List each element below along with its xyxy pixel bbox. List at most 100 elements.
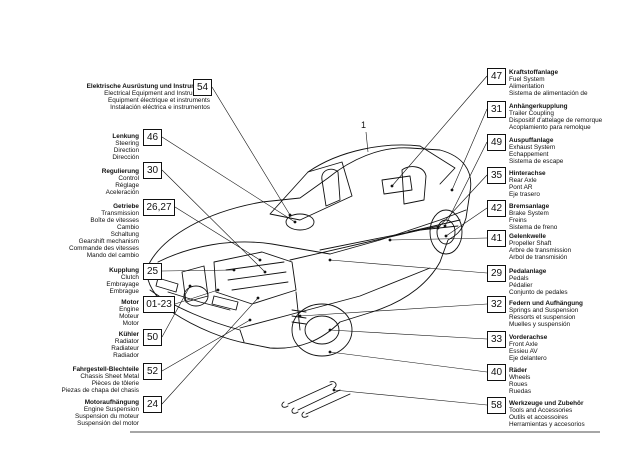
callout-24-line-0: Motoraufhängung bbox=[84, 399, 139, 406]
callout-46-anchor bbox=[293, 220, 297, 224]
exhaust bbox=[289, 225, 459, 261]
callout-58-line-1: Tools and Accessories bbox=[509, 407, 573, 414]
callout-49-line-0: Auspuffanlage bbox=[509, 137, 554, 144]
engine-block bbox=[213, 251, 297, 305]
callout-49-number: 49 bbox=[487, 134, 506, 151]
callout-01-23-number: 01-23 bbox=[143, 296, 175, 313]
callout-29-line-2: Pédalier bbox=[509, 282, 533, 289]
radiator bbox=[181, 265, 209, 303]
grille bbox=[167, 291, 231, 311]
callout-50-line-2: Radiateur bbox=[111, 345, 139, 352]
callout-46-line-2: Direction bbox=[113, 147, 139, 154]
callout-33-line-2: Essieu AV bbox=[509, 348, 538, 355]
callout-31-line-3: Acoplamiento para remolque bbox=[509, 124, 591, 131]
rear-seat bbox=[401, 166, 427, 205]
callout-40-number: 40 bbox=[487, 364, 506, 381]
roof-line bbox=[307, 144, 421, 173]
callout-24-leader bbox=[161, 297, 259, 405]
callout-54-line-3: Instalación eléctrica e instrumentos bbox=[110, 104, 210, 111]
callout-52-anchor bbox=[248, 318, 252, 322]
tool-wrench-1 bbox=[281, 381, 337, 408]
callout-32-leader bbox=[299, 303, 488, 317]
car-body-outline bbox=[146, 147, 472, 349]
callout-41-line-1: Propeller Shaft bbox=[509, 240, 552, 247]
callout-47-line-0: Kraftstoffanlage bbox=[509, 69, 559, 76]
callout-26-27-anchor bbox=[258, 258, 262, 262]
callout-33-line-3: Eje delantero bbox=[509, 355, 547, 362]
callout-40-line-0: Räder bbox=[509, 367, 528, 374]
callout-35-line-1: Rear Axle bbox=[509, 177, 537, 184]
callout-30-line-1: Control bbox=[118, 175, 139, 182]
rear-wheel-rim bbox=[436, 219, 456, 245]
callout-42-anchor bbox=[444, 234, 448, 238]
callout-31-line-0: Anhängerkupplung bbox=[509, 103, 568, 110]
callout-30-line-3: Aceleración bbox=[105, 189, 139, 196]
callout-30-leader bbox=[161, 169, 266, 273]
callout-49-line-1: Exhaust System bbox=[509, 144, 556, 151]
tool-wrench-2 bbox=[291, 389, 341, 414]
engine-detail bbox=[225, 261, 289, 291]
callout-50-anchor bbox=[188, 284, 192, 288]
callout-29-leader bbox=[329, 259, 488, 274]
callout-33-line-1: Front Axle bbox=[509, 341, 538, 348]
callout-30-line-2: Réglage bbox=[115, 182, 139, 189]
callout-01-23-line-1: Engine bbox=[119, 306, 139, 313]
callout-29-line-0: Pedalanlage bbox=[509, 268, 547, 275]
callout-47-line-1: Fuel System bbox=[509, 76, 545, 83]
callout-50-line-0: Kühler bbox=[118, 331, 139, 338]
callout-52-line-0: Fahrgestell-Blechteile bbox=[72, 366, 139, 373]
callout-35-line-0: Hinterachse bbox=[509, 170, 546, 177]
seat bbox=[321, 168, 341, 207]
callout-40-line-1: Wheels bbox=[509, 374, 531, 381]
callout-31-leader bbox=[451, 108, 488, 191]
callout-41-line-3: Arbol de transmisión bbox=[509, 254, 568, 261]
callout-47-leader bbox=[391, 75, 488, 187]
callout-58-leader bbox=[333, 389, 488, 406]
callout-33-anchor bbox=[328, 328, 332, 332]
callout-52-line-3: Piezas de chapa del chasis bbox=[61, 387, 139, 394]
callout-41-line-2: Arbre de transmission bbox=[509, 247, 572, 254]
callout-49-line-3: Sistema de escape bbox=[509, 158, 564, 165]
callout-46-line-3: Dirección bbox=[112, 154, 139, 161]
callout-31-line-1: Trailer Coupling bbox=[509, 110, 554, 117]
callout-35-leader bbox=[437, 174, 488, 229]
callout-31-line-2: Dispositif d'attelage de remorque bbox=[509, 117, 603, 124]
callout-32-anchor bbox=[298, 314, 302, 318]
callout-47-line-2: Alimentation bbox=[509, 83, 545, 90]
rear-window bbox=[419, 145, 456, 185]
callout-24-line-3: Suspensión del motor bbox=[77, 420, 139, 427]
callout-54-line-2: Equipment électrique et instruments bbox=[108, 97, 210, 104]
callout-50-leader bbox=[161, 285, 191, 338]
callout-35-line-3: Eje trasero bbox=[509, 191, 540, 198]
callout-49-anchor bbox=[443, 224, 447, 228]
rear-wheel bbox=[429, 209, 463, 255]
callout-41-leader bbox=[389, 237, 488, 241]
callout-47-number: 47 bbox=[487, 68, 506, 85]
callout-35-anchor bbox=[436, 226, 440, 230]
windshield bbox=[269, 161, 353, 221]
callout-46-line-1: Steering bbox=[115, 140, 139, 147]
callout-33-leader bbox=[329, 329, 488, 340]
callout-31-number: 31 bbox=[487, 101, 506, 118]
callout-26-27-line-3: Cambio bbox=[116, 224, 139, 231]
front-strut bbox=[291, 291, 307, 331]
callout-29-line-1: Pedals bbox=[509, 275, 529, 282]
callout-58-line-3: Herramientas y accesorios bbox=[509, 421, 585, 428]
callout-42-leader bbox=[445, 207, 488, 237]
callout-40-anchor bbox=[328, 350, 332, 354]
tool-wrench-3 bbox=[301, 393, 351, 418]
